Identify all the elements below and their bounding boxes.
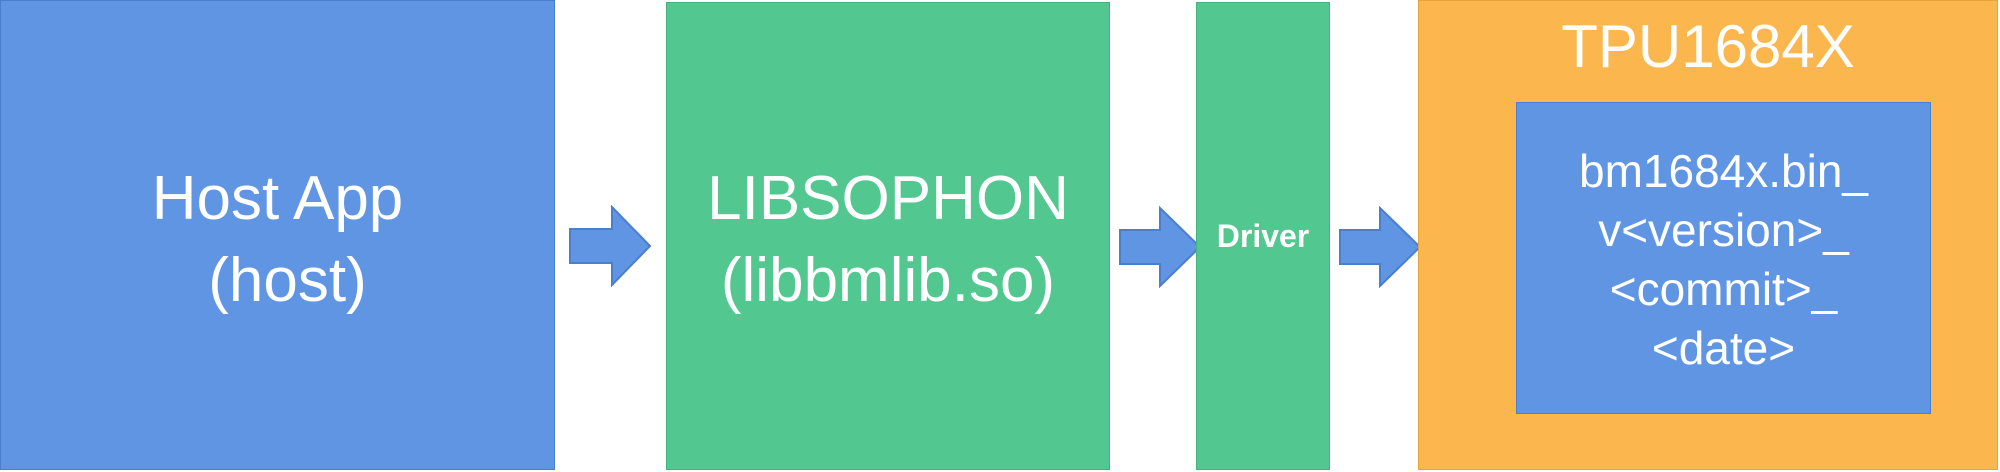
arrow-lib-to-driver-icon	[1119, 206, 1202, 288]
libsophon-block	[666, 2, 1110, 470]
driver-label: Driver	[1216, 218, 1310, 254]
host-app-block	[0, 0, 555, 470]
tpu-title: TPU1684X	[1561, 13, 1855, 80]
libsophon-label: LIBSOPHON (libbmlib.so)	[666, 158, 1110, 322]
firmware-line-4: <date>	[1651, 322, 1796, 374]
driver-block	[1196, 2, 1330, 470]
firmware-line-3: <commit>_	[1609, 263, 1838, 315]
arrow-driver-to-tpu-icon	[1339, 206, 1422, 288]
arrow-host-to-lib-icon	[569, 205, 652, 287]
libsophon-subtitle: (libbmlib.so)	[720, 246, 1056, 315]
firmware-line-1: bm1684x.bin_	[1579, 145, 1868, 197]
host-app-name: Host App	[151, 164, 404, 233]
host-app-subtitle: (host)	[208, 246, 367, 315]
firmware-line-2: v<version>_	[1598, 204, 1849, 256]
host-app-label: Host App (host)	[0, 158, 555, 322]
firmware-block	[1516, 102, 1931, 414]
libsophon-name: LIBSOPHON	[707, 164, 1069, 233]
firmware-label: bm1684x.bin_ v<version>_ <commit>_ <date…	[1516, 142, 1931, 378]
